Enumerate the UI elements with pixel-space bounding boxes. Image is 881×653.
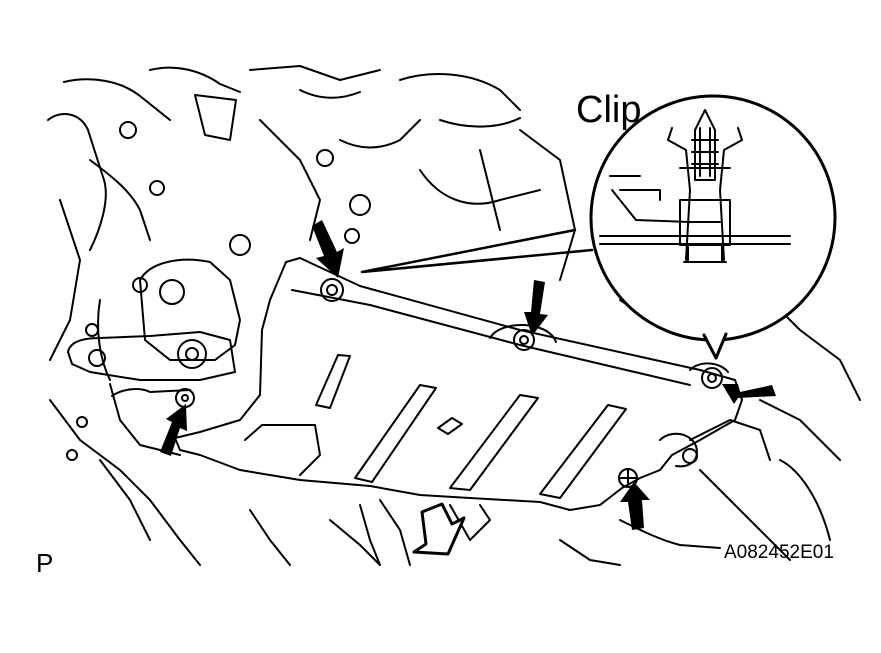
cover-bolt-left (175, 388, 195, 408)
front-direction-arrow-icon (412, 502, 466, 556)
fastener-arrow-icon-left (160, 404, 187, 456)
fastener-arrow-icon-right (722, 384, 776, 404)
clip-detail-callout (589, 94, 837, 360)
lower-components (359, 419, 771, 566)
fastener-arrow-icon-center (524, 280, 548, 336)
view-letter: P (36, 548, 54, 578)
clip-callout-label: Clip (576, 89, 642, 131)
figure-code: A082452E01 (724, 542, 834, 563)
cover-clip-bottom (618, 468, 638, 488)
chassis-background-lines (47, 65, 861, 566)
clip-icon (667, 109, 743, 263)
callout-leader (360, 228, 594, 274)
fastener-arrow-icon-bottom (620, 482, 650, 530)
cover-bolt-center (513, 329, 535, 351)
cover-bolt-top (320, 278, 344, 302)
engine-under-cover (174, 257, 743, 511)
engine-mount-bracket (67, 258, 241, 456)
cover-bolt-right (701, 367, 723, 389)
fastener-arrow-icon-top (312, 220, 344, 278)
